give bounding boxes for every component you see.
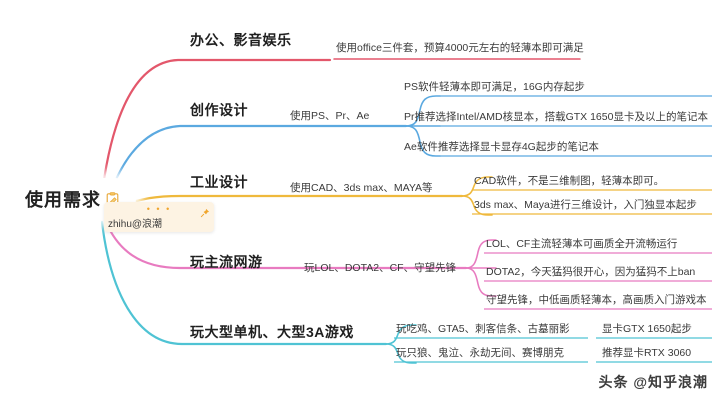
leaf-online-3[interactable]: 守望先锋，中低画质轻薄本，高画质入门游戏本	[486, 294, 707, 306]
root-label: 使用需求	[25, 190, 101, 210]
note-card-text: zhihu@浪潮	[108, 219, 163, 230]
leaf-online-1[interactable]: LOL、CF主流轻薄本可画质全开流畅运行	[486, 238, 678, 250]
topic-online-games[interactable]: 玩主流网游	[190, 254, 263, 270]
leaf-aaa-2[interactable]: 玩只狼、鬼泣、永劫无间、赛博朋克	[396, 347, 564, 359]
leaf-aaa-sub-1[interactable]: 显卡GTX 1650起步	[602, 323, 692, 335]
edge-root-creative	[102, 124, 408, 216]
note-card-dots: • • •	[146, 204, 172, 214]
leaf-online-2[interactable]: DOTA2，今天猛犸很开心，因为猛犸不上ban	[486, 266, 696, 278]
leaf-aaa-1[interactable]: 玩吃鸡、GTA5、刺客信条、古墓丽影	[396, 323, 570, 335]
pin-icon[interactable]	[200, 205, 210, 218]
watermark: 头条 @知乎浪潮	[598, 374, 708, 390]
sublabel-online-games[interactable]: 玩LOL、DOTA2、CF、守望先锋	[304, 262, 457, 274]
leaf-office-1[interactable]: 使用office三件套，预算4000元左右的轻薄本即可满足	[336, 42, 584, 54]
leaf-industrial-1[interactable]: CAD软件，不是三维制图，轻薄本即可。	[474, 175, 665, 187]
topic-office[interactable]: 办公、影音娱乐	[190, 32, 292, 48]
leaf-aaa-sub-2[interactable]: 推荐显卡RTX 3060	[602, 347, 692, 359]
sublabel-industrial[interactable]: 使用CAD、3ds max、MAYA等	[290, 182, 433, 194]
topic-industrial[interactable]: 工业设计	[190, 174, 248, 190]
leaf-industrial-2[interactable]: 3ds max、Maya进行三维设计，入门独显本起步	[474, 199, 697, 211]
note-card-tooltip[interactable]: • • • zhihu@浪潮	[104, 202, 214, 232]
leaf-creative-2[interactable]: Pr推荐选择Intel/AMD核显本，搭载GTX 1650显卡及以上的笔记本	[404, 111, 708, 123]
leaf-creative-3[interactable]: Ae软件推荐选择显卡显存4G起步的笔记本	[404, 141, 599, 153]
leaf-creative-1[interactable]: PS软件轻薄本即可满足，16G内存起步	[404, 81, 585, 93]
topic-aaa-games[interactable]: 玩大型单机、大型3A游戏	[190, 324, 354, 340]
topic-creative[interactable]: 创作设计	[190, 102, 248, 118]
sublabel-creative[interactable]: 使用PS、Pr、Ae	[290, 110, 370, 122]
